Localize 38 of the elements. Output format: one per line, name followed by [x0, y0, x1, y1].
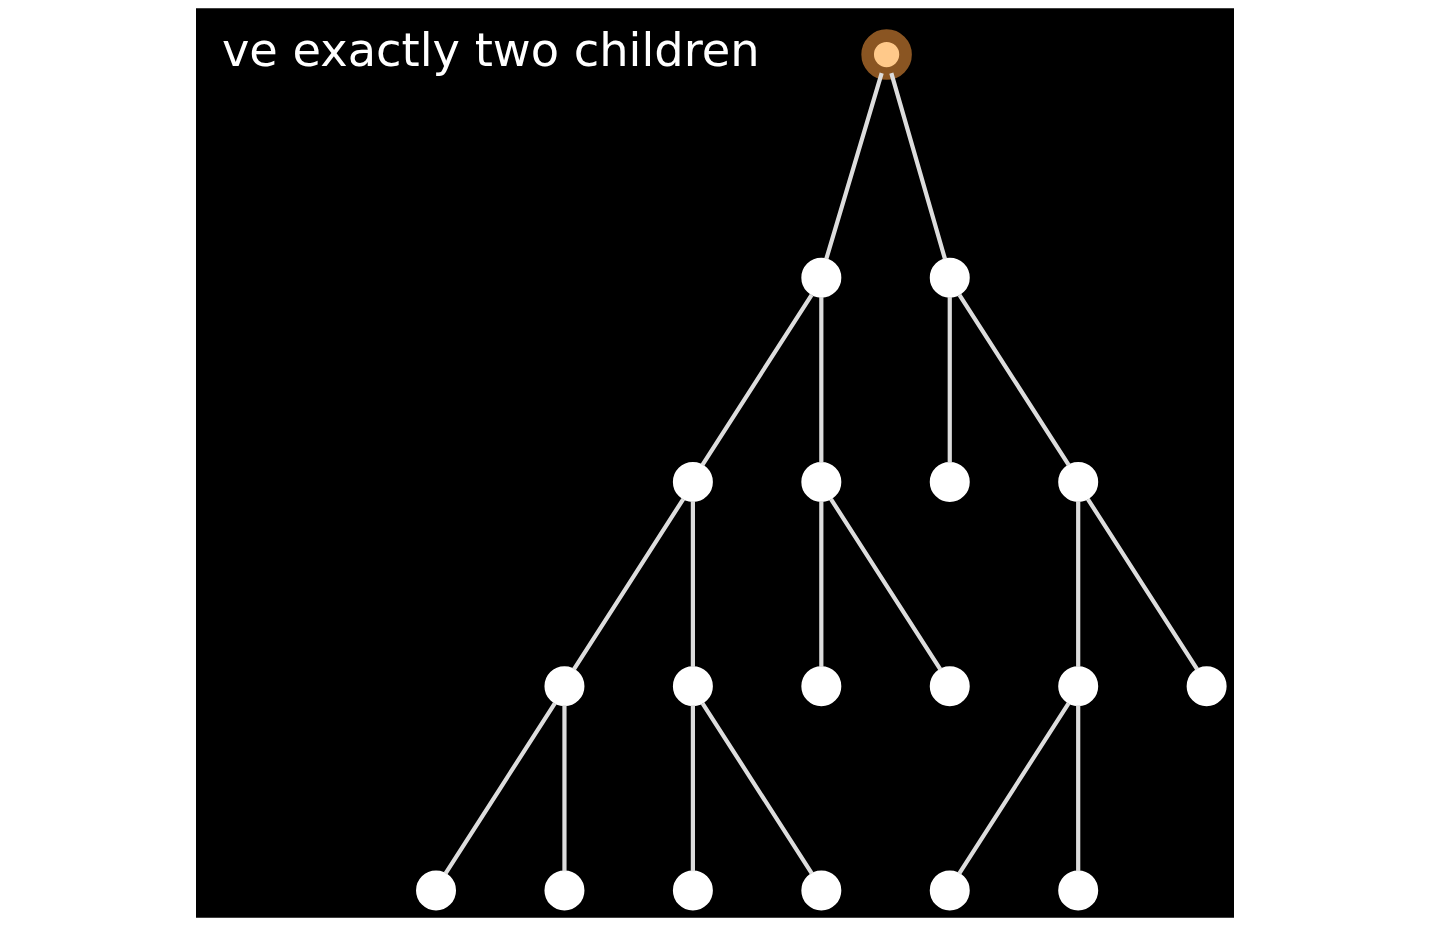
node-circle: [929, 257, 970, 298]
node-circle: [800, 257, 841, 298]
connector: [957, 293, 1071, 467]
connector: [443, 702, 557, 875]
node-circle: [672, 870, 713, 911]
node-circle: [672, 461, 713, 502]
connector: [700, 293, 813, 467]
node-circle: [1057, 870, 1098, 911]
connector: [888, 72, 947, 260]
node-circle: [800, 461, 841, 502]
node-circle: [929, 666, 970, 707]
node-circle: [929, 870, 970, 911]
node-circle: [860, 29, 912, 80]
connector: [818, 296, 823, 463]
connector: [561, 705, 567, 872]
node-circle: [800, 870, 841, 911]
node-circle: [543, 870, 584, 911]
node-circle: [929, 461, 970, 502]
connector: [690, 501, 695, 668]
node-circle: [672, 666, 713, 707]
label: ve exactly two children: [221, 23, 760, 78]
connector: [1075, 501, 1080, 668]
connector: [1075, 705, 1080, 872]
connector: [571, 497, 685, 671]
connector: [828, 497, 942, 671]
connector: [956, 702, 1070, 875]
node-circle: [415, 870, 456, 911]
connector: [690, 705, 695, 872]
connector: [1085, 497, 1199, 671]
node-circle: [543, 666, 584, 707]
node-circle: [1186, 666, 1227, 707]
connector: [818, 501, 823, 668]
node-circle: [1057, 666, 1098, 707]
node-circle: [800, 666, 841, 707]
connector: [700, 702, 814, 875]
node-circle: [1057, 461, 1098, 502]
connector: [823, 72, 884, 260]
connector: [947, 296, 952, 463]
